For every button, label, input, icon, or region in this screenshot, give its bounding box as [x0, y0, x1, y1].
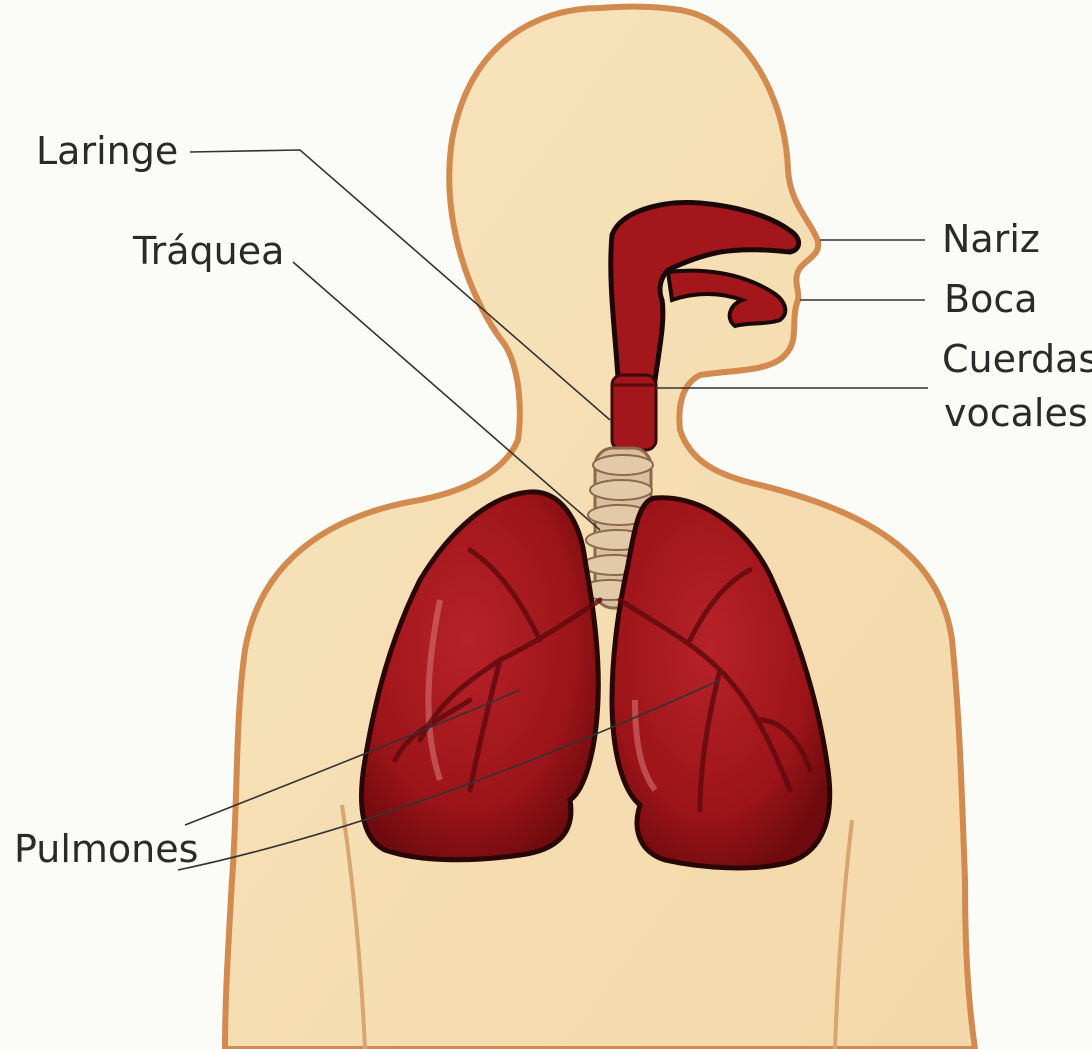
- label-cuerdas-line2: vocales: [944, 394, 1088, 432]
- label-laringe: Laringe: [36, 132, 178, 170]
- label-boca: Boca: [944, 280, 1038, 318]
- label-cuerdas-line1: Cuerdas: [942, 340, 1092, 378]
- label-pulmones: Pulmones: [14, 830, 198, 868]
- label-traquea: Tráquea: [133, 232, 284, 270]
- label-nariz: Nariz: [942, 220, 1040, 258]
